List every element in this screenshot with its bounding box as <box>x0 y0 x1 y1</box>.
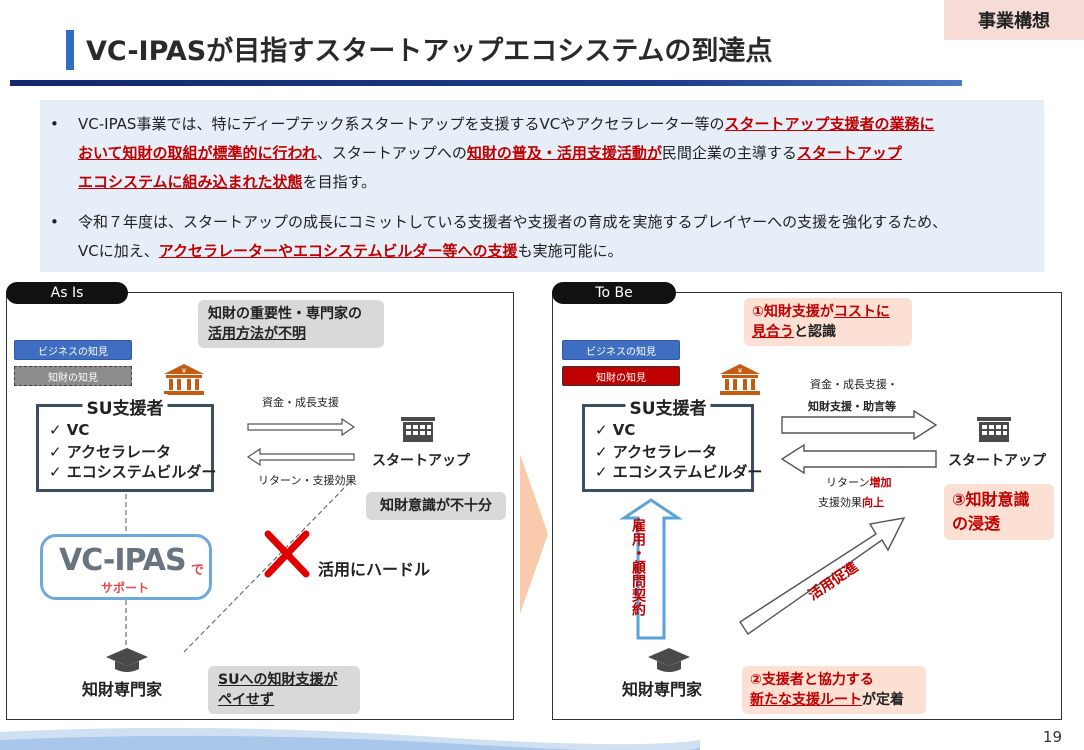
tobe-fund-label: 資金・成長支援・ <box>810 378 898 391</box>
text: 知財の重要性・専門家の <box>208 306 362 322</box>
highlight: アクセラレーターやエコシステムビルダー等への支援 <box>158 242 518 260</box>
tobe-tab: To Be <box>552 282 676 304</box>
page-number: 19 <box>1042 728 1062 746</box>
graduation-cap-icon <box>106 648 148 672</box>
arrow-up-icon <box>619 498 683 640</box>
arrow-diagonal-icon <box>739 517 906 635</box>
asis-startup-label: スタートアップ <box>372 453 470 469</box>
tobe-su-box: SU支援者 ✓ VC ✓ アクセラレータ ✓ エコシステムビルダー <box>582 394 762 492</box>
text: を目指す。 <box>302 173 377 191</box>
asis-tab: As Is <box>6 282 128 304</box>
tobe-return-label: リターン増加 <box>826 474 891 490</box>
text: 令和７年度は、スタートアップの成長にコミットしている支援者や支援者の育成を実施す… <box>78 213 948 231</box>
su-item: ✓ アクセラレータ <box>49 443 172 461</box>
graduation-cap-icon <box>648 648 690 672</box>
asis-hurdle-label: 活用にハードル <box>318 560 431 579</box>
asis-fund-label: 資金・成長支援 <box>262 396 339 409</box>
asis-return-label: リターン・支援効果 <box>258 474 357 487</box>
tobe-expert-label: 知財専門家 <box>622 680 703 699</box>
asis-chip-business: ビジネスの知見 <box>14 340 132 360</box>
text: 支援効果 <box>818 496 862 509</box>
arrow-right-icon <box>247 418 356 436</box>
tobe-chip-business: ビジネスの知見 <box>562 340 680 360</box>
bullet-1: • <box>50 115 59 133</box>
asis-chip-ip: 知財の知見 <box>14 366 132 386</box>
text: ②支援者と協力する <box>750 672 874 688</box>
text: VCに加え、 <box>78 242 159 260</box>
su-item: ✓ VC <box>49 421 90 439</box>
bullet-1-text: VC-IPAS事業では、特にディープテック系スタートアップを支援するVCやアクセ… <box>78 110 1030 197</box>
footer-wave <box>0 727 700 750</box>
text: 民間企業の主導する <box>661 144 797 162</box>
tobe-effect-label: 支援効果向上 <box>818 494 884 510</box>
tobe-ip-support-label: 知財支援・助言等 <box>808 400 896 413</box>
svg-text:¥: ¥ <box>182 367 187 375</box>
intro-box: • VC-IPAS事業では、特にディープテック系スタートアップを支援するVCやア… <box>40 100 1044 272</box>
building-icon <box>977 417 1011 442</box>
asis-expert-label: 知財専門家 <box>82 680 163 699</box>
su-item: ✓ エコシステムビルダー <box>595 463 763 481</box>
text: ペイせず <box>218 692 274 708</box>
asis-bubble-awareness: 知財意識が不十分 <box>366 492 506 520</box>
bullet-2: • <box>50 213 59 231</box>
highlight: エコシステムに組み込まれた状態 <box>78 173 303 191</box>
su-title: SU支援者 <box>82 394 168 419</box>
bullet-2-text: 令和７年度は、スタートアップの成長にコミットしている支援者や支援者の育成を実施す… <box>78 208 1030 266</box>
text: ③知財意識 <box>952 490 1030 509</box>
tobe-bubble-cost: ①知財支援がコストに 見合うと認識 <box>744 298 912 346</box>
asis-bubble-unclear: 知財の重要性・専門家の 活用方法が不明 <box>198 300 384 348</box>
text: も実施可能に。 <box>517 242 623 260</box>
svg-text:¥: ¥ <box>738 367 743 375</box>
text: 見合う <box>752 324 794 340</box>
bank-icon: ¥ <box>164 364 204 395</box>
text: 、スタートアップへの <box>316 144 467 162</box>
tobe-employment-label: 雇用・顧問契約 <box>630 518 646 616</box>
text: 新たな支援ルート <box>750 692 862 708</box>
text: ①知財支援が <box>752 304 834 320</box>
arrow-left-icon <box>780 444 937 474</box>
su-item: ✓ アクセラレータ <box>595 443 718 461</box>
highlight: スタートアップ支援者の業務に <box>724 115 935 133</box>
arrow-left-icon <box>246 448 355 466</box>
text: 向上 <box>862 496 884 509</box>
vcipas-logo: VC-IPAS で サポート <box>40 534 212 600</box>
title-accent-bar <box>66 30 74 70</box>
highlight: スタートアップ <box>796 144 902 162</box>
logo-text: VC-IPAS <box>59 543 187 578</box>
page-title: VC-IPASが目指すスタートアップエコシステムの到達点 <box>86 36 773 67</box>
highlight: 知財の普及・活用支援活動が <box>466 144 662 162</box>
building-icon <box>401 417 435 442</box>
text: 活用方法が不明 <box>208 326 306 342</box>
su-title: SU支援者 <box>625 394 711 419</box>
highlight: おいて知財の取組が標準的に行われ <box>78 144 317 162</box>
tobe-chip-ip: 知財の知見 <box>562 366 680 386</box>
bank-icon: ¥ <box>720 364 760 395</box>
logo-de: で <box>191 563 205 578</box>
su-item: ✓ VC <box>595 421 636 439</box>
asis-su-box: SU支援者 ✓ VC ✓ アクセラレータ ✓ エコシステムビルダー <box>36 394 217 492</box>
section-tag: 事業構想 <box>944 0 1084 40</box>
arrow-right-icon <box>781 410 938 440</box>
cross-icon <box>264 530 310 578</box>
text: VC-IPAS事業では、特にディープテック系スタートアップを支援するVCやアクセ… <box>78 115 725 133</box>
chevron-right-icon <box>520 454 548 614</box>
text: 増加 <box>869 476 892 489</box>
tobe-bubble-awareness: ③知財意識 の浸透 <box>944 484 1054 540</box>
text: の浸透 <box>952 514 1001 533</box>
tobe-startup-label: スタートアップ <box>948 453 1046 469</box>
logo-support: サポート <box>101 581 150 595</box>
su-item: ✓ エコシステムビルダー <box>49 463 217 481</box>
text: が定着 <box>862 692 904 708</box>
tobe-bubble-route: ②支援者と協力する 新たな支援ルートが定着 <box>742 666 926 714</box>
text: リターン <box>826 476 870 489</box>
title-underline <box>10 80 962 86</box>
text: コストに <box>833 304 890 320</box>
text: SUへの知財支援が <box>218 672 338 688</box>
text: と認識 <box>794 324 836 340</box>
asis-bubble-nopay: SUへの知財支援が ペイせず <box>208 666 360 714</box>
